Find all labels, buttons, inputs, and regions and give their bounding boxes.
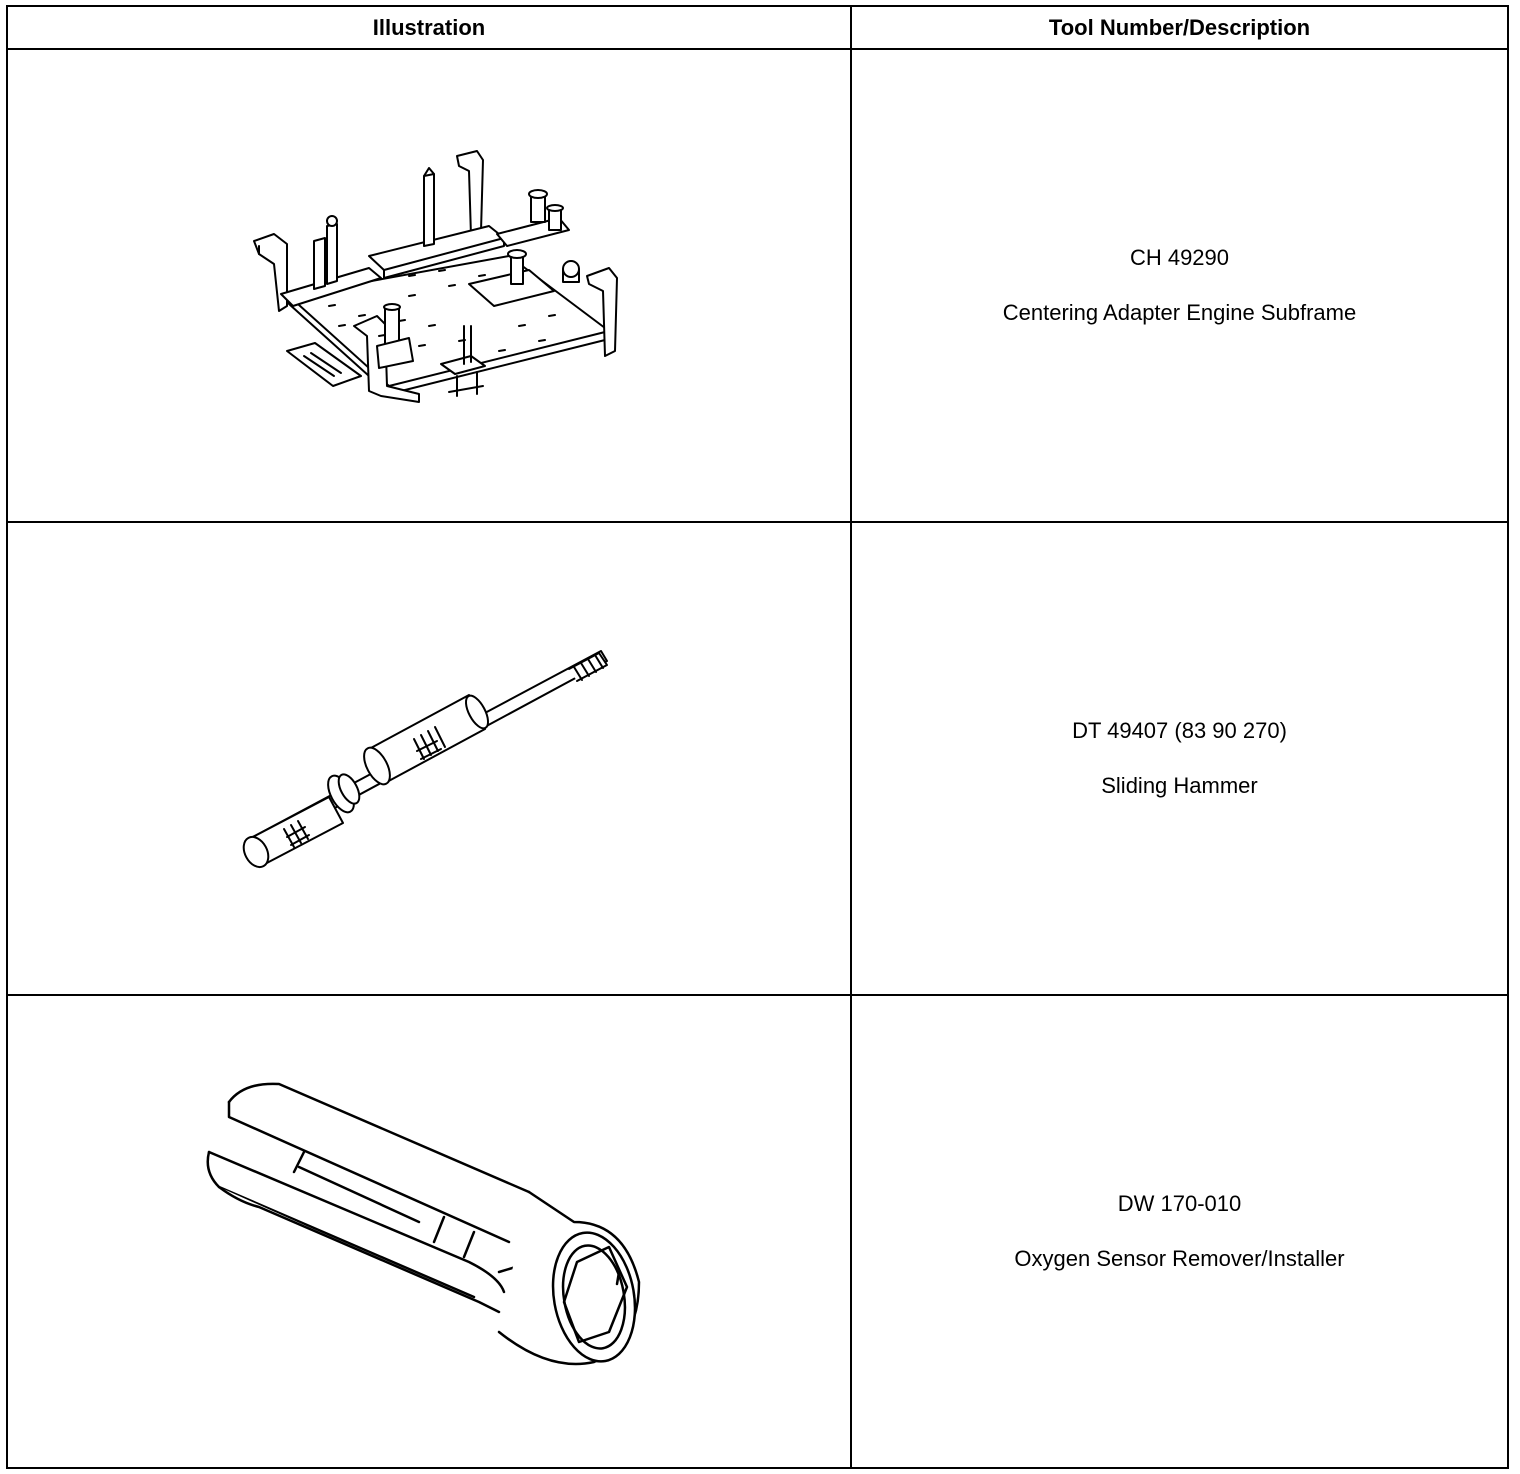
table-row: CH 49290 Centering Adapter Engine Subfra… [6, 48, 1509, 523]
tool-description-cell: DT 49407 (83 90 270) Sliding Hammer [850, 521, 1509, 996]
subframe-adapter-fixture-icon [219, 146, 639, 426]
tool-description: Oxygen Sensor Remover/Installer [1014, 1246, 1345, 1271]
tool-description: Sliding Hammer [1101, 773, 1258, 798]
table-row: DT 49407 (83 90 270) Sliding Hammer [6, 521, 1509, 996]
illustration-cell [6, 994, 852, 1469]
column-header-illustration: Illustration [6, 5, 852, 50]
tool-number: DW 170-010 [1117, 1190, 1242, 1216]
tool-number: CH 49290 [1129, 244, 1230, 270]
sliding-hammer-icon [229, 639, 629, 879]
illustration-cell [6, 48, 852, 523]
tool-number: DT 49407 (83 90 270) [1072, 717, 1287, 743]
oxygen-sensor-socket-icon [199, 1072, 659, 1392]
illustration-cell [6, 521, 852, 996]
tool-description-cell: CH 49290 Centering Adapter Engine Subfra… [850, 48, 1509, 523]
column-header-tool: Tool Number/Description [850, 5, 1509, 50]
table-header-row: Illustration Tool Number/Description [6, 5, 1509, 50]
tool-description: Centering Adapter Engine Subframe [1002, 300, 1357, 325]
tool-description-cell: DW 170-010 Oxygen Sensor Remover/Install… [850, 994, 1509, 1469]
special-tools-table: Illustration Tool Number/Description [6, 5, 1509, 1469]
table-row: DW 170-010 Oxygen Sensor Remover/Install… [6, 994, 1509, 1469]
